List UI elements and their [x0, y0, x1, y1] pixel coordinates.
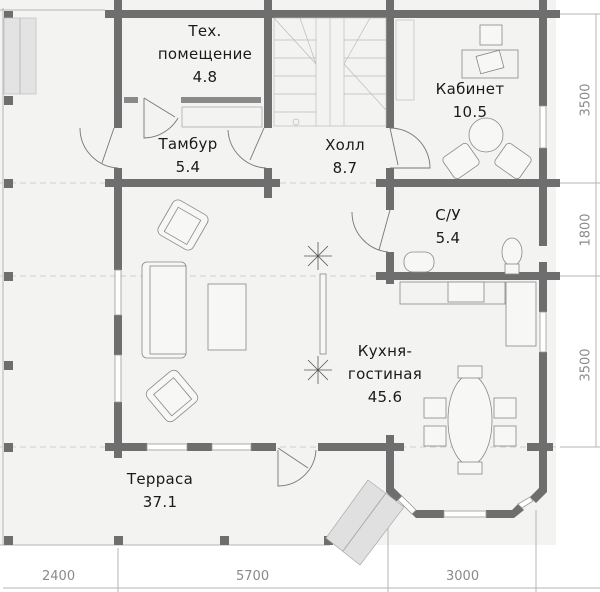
room-name: Кухня- [357, 342, 413, 360]
windows [114, 105, 547, 518]
tv-stand [319, 273, 327, 355]
desk [461, 24, 519, 79]
room-label-office: Кабинет 10.5 [436, 78, 505, 124]
doors [79, 97, 431, 487]
room-name: Холл [325, 136, 365, 154]
room-label-bathroom: С/У 5.4 [435, 204, 461, 250]
room-name: помещение [157, 45, 253, 63]
room-label-terrace: Терраса 37.1 [127, 468, 193, 514]
room-area: 8.7 [332, 159, 358, 177]
furniture [141, 24, 537, 475]
dimension-bottom: 3000 [446, 569, 480, 584]
dimension-right: 3500 [578, 348, 594, 382]
room-name: гостиная [347, 365, 423, 383]
walls [4, 0, 560, 545]
room-name: Кабинет [435, 80, 505, 98]
room-name: Тамбур [158, 135, 218, 153]
room-name: Тех. [188, 22, 222, 40]
toilet [501, 237, 523, 267]
staircase [273, 17, 415, 127]
room-area: 5.4 [435, 229, 461, 247]
sink [403, 251, 435, 273]
room-label-tech: Тех. помещение 4.8 [158, 20, 252, 89]
room-name: С/У [435, 206, 461, 224]
room-label-hall: Холл 8.7 [325, 134, 365, 180]
entrance-steps [3, 17, 405, 566]
armchair-bottom [145, 369, 199, 423]
room-area: 10.5 [452, 103, 488, 121]
room-area: 5.4 [175, 158, 201, 176]
room-area: 4.8 [192, 68, 218, 86]
room-name: Терраса [126, 470, 194, 488]
dimension-right: 3500 [578, 83, 594, 117]
plant-icon [304, 242, 332, 384]
dimension-right: 1800 [578, 213, 594, 247]
room-area: 37.1 [142, 493, 178, 511]
dining-table [447, 374, 493, 466]
sofa [141, 261, 187, 359]
room-label-tambur: Тамбур 5.4 [158, 133, 217, 179]
round-table [468, 117, 504, 153]
dimension-bottom: 5700 [236, 569, 270, 584]
coffee-table [207, 283, 247, 351]
room-area: 45.6 [367, 388, 403, 406]
dimension-bottom: 2400 [42, 569, 76, 584]
armchair-top [157, 199, 209, 251]
room-label-kitchen-living: Кухня- гостиная 45.6 [348, 340, 422, 409]
